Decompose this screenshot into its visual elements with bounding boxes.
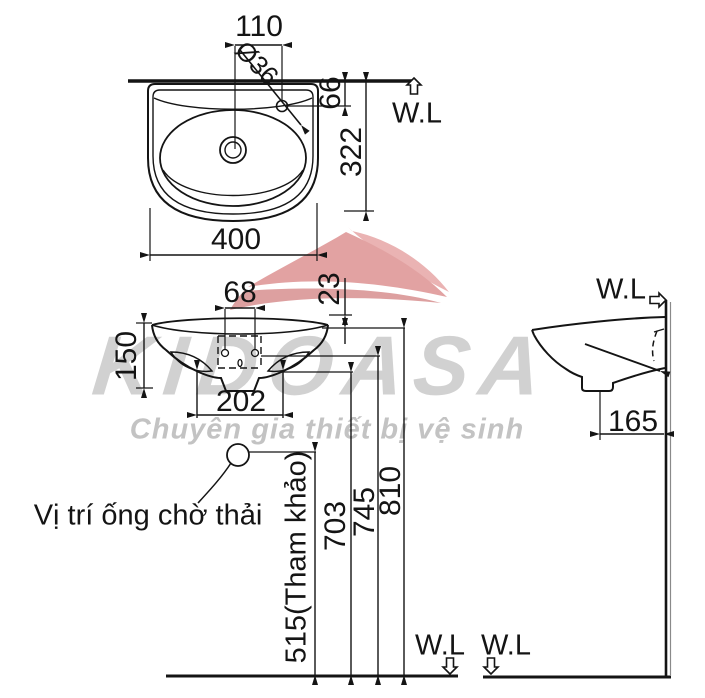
side-underside — [533, 334, 666, 392]
dim-label-515: 515(Tham khảo) — [280, 450, 313, 664]
dia36-leader — [239, 49, 310, 135]
front-rim-front-arc — [151, 324, 329, 335]
side-drain-tick — [653, 328, 665, 333]
front-foot-right — [266, 351, 311, 373]
front-view — [136, 278, 405, 418]
waste-leader-line — [197, 462, 232, 504]
plan-deck-arc — [153, 97, 313, 110]
waste-pipe-marker — [226, 443, 250, 467]
side-drain-hidden-dashed — [651, 330, 658, 362]
dim-label-23: 23 — [313, 272, 346, 306]
plan-bowl — [159, 109, 307, 207]
dim-label-322: 322 — [335, 126, 368, 178]
wall-line-label-floor-left: W.L — [415, 629, 465, 662]
wall-line-label-side: W.L — [596, 273, 646, 306]
side-front-tip — [531, 329, 535, 336]
installation-dimensions — [166, 318, 671, 685]
dim-label-202: 202 — [215, 385, 267, 418]
side-inner-diagonal — [584, 343, 671, 378]
front-foot-left — [169, 351, 214, 373]
dim-label-810: 810 — [374, 465, 407, 517]
dim-label-703: 703 — [319, 500, 352, 552]
dim-label-165: 165 — [607, 405, 659, 438]
plan-sink-inner-rim — [152, 89, 314, 215]
plan-view — [128, 42, 422, 261]
wall-line-marker-side — [649, 292, 667, 308]
front-silhouette — [151, 324, 329, 392]
side-top-edge — [531, 316, 666, 331]
wall-line-label-top: W.L — [392, 97, 442, 130]
front-fixing-hole-left — [220, 348, 230, 358]
wall-line-label-floor-right: W.L — [481, 629, 531, 662]
watermark-tagline: Chuyên gia thiết bị vệ sinh — [129, 413, 525, 446]
waste-pipe-note: Vị trí ống chờ thải — [33, 499, 263, 532]
dim-label-150: 150 — [110, 330, 143, 382]
front-fixing-hole-right — [250, 348, 260, 358]
swoosh-bottom — [230, 288, 441, 310]
plan-drain-outer — [219, 136, 247, 164]
plan-sink-outline — [147, 83, 319, 223]
dim-label-110: 110 — [235, 10, 283, 43]
front-rim-top-arc — [151, 317, 329, 326]
side-view — [531, 292, 674, 676]
swoosh-middle — [248, 232, 447, 297]
front-drain-slot — [237, 358, 243, 368]
dim-label-66: 66 — [314, 76, 347, 110]
dim-label-400: 400 — [210, 223, 262, 256]
plan-bowl-inner-arc — [162, 169, 304, 197]
dim-label-68: 68 — [223, 276, 257, 309]
plan-drain-inner — [224, 141, 242, 159]
